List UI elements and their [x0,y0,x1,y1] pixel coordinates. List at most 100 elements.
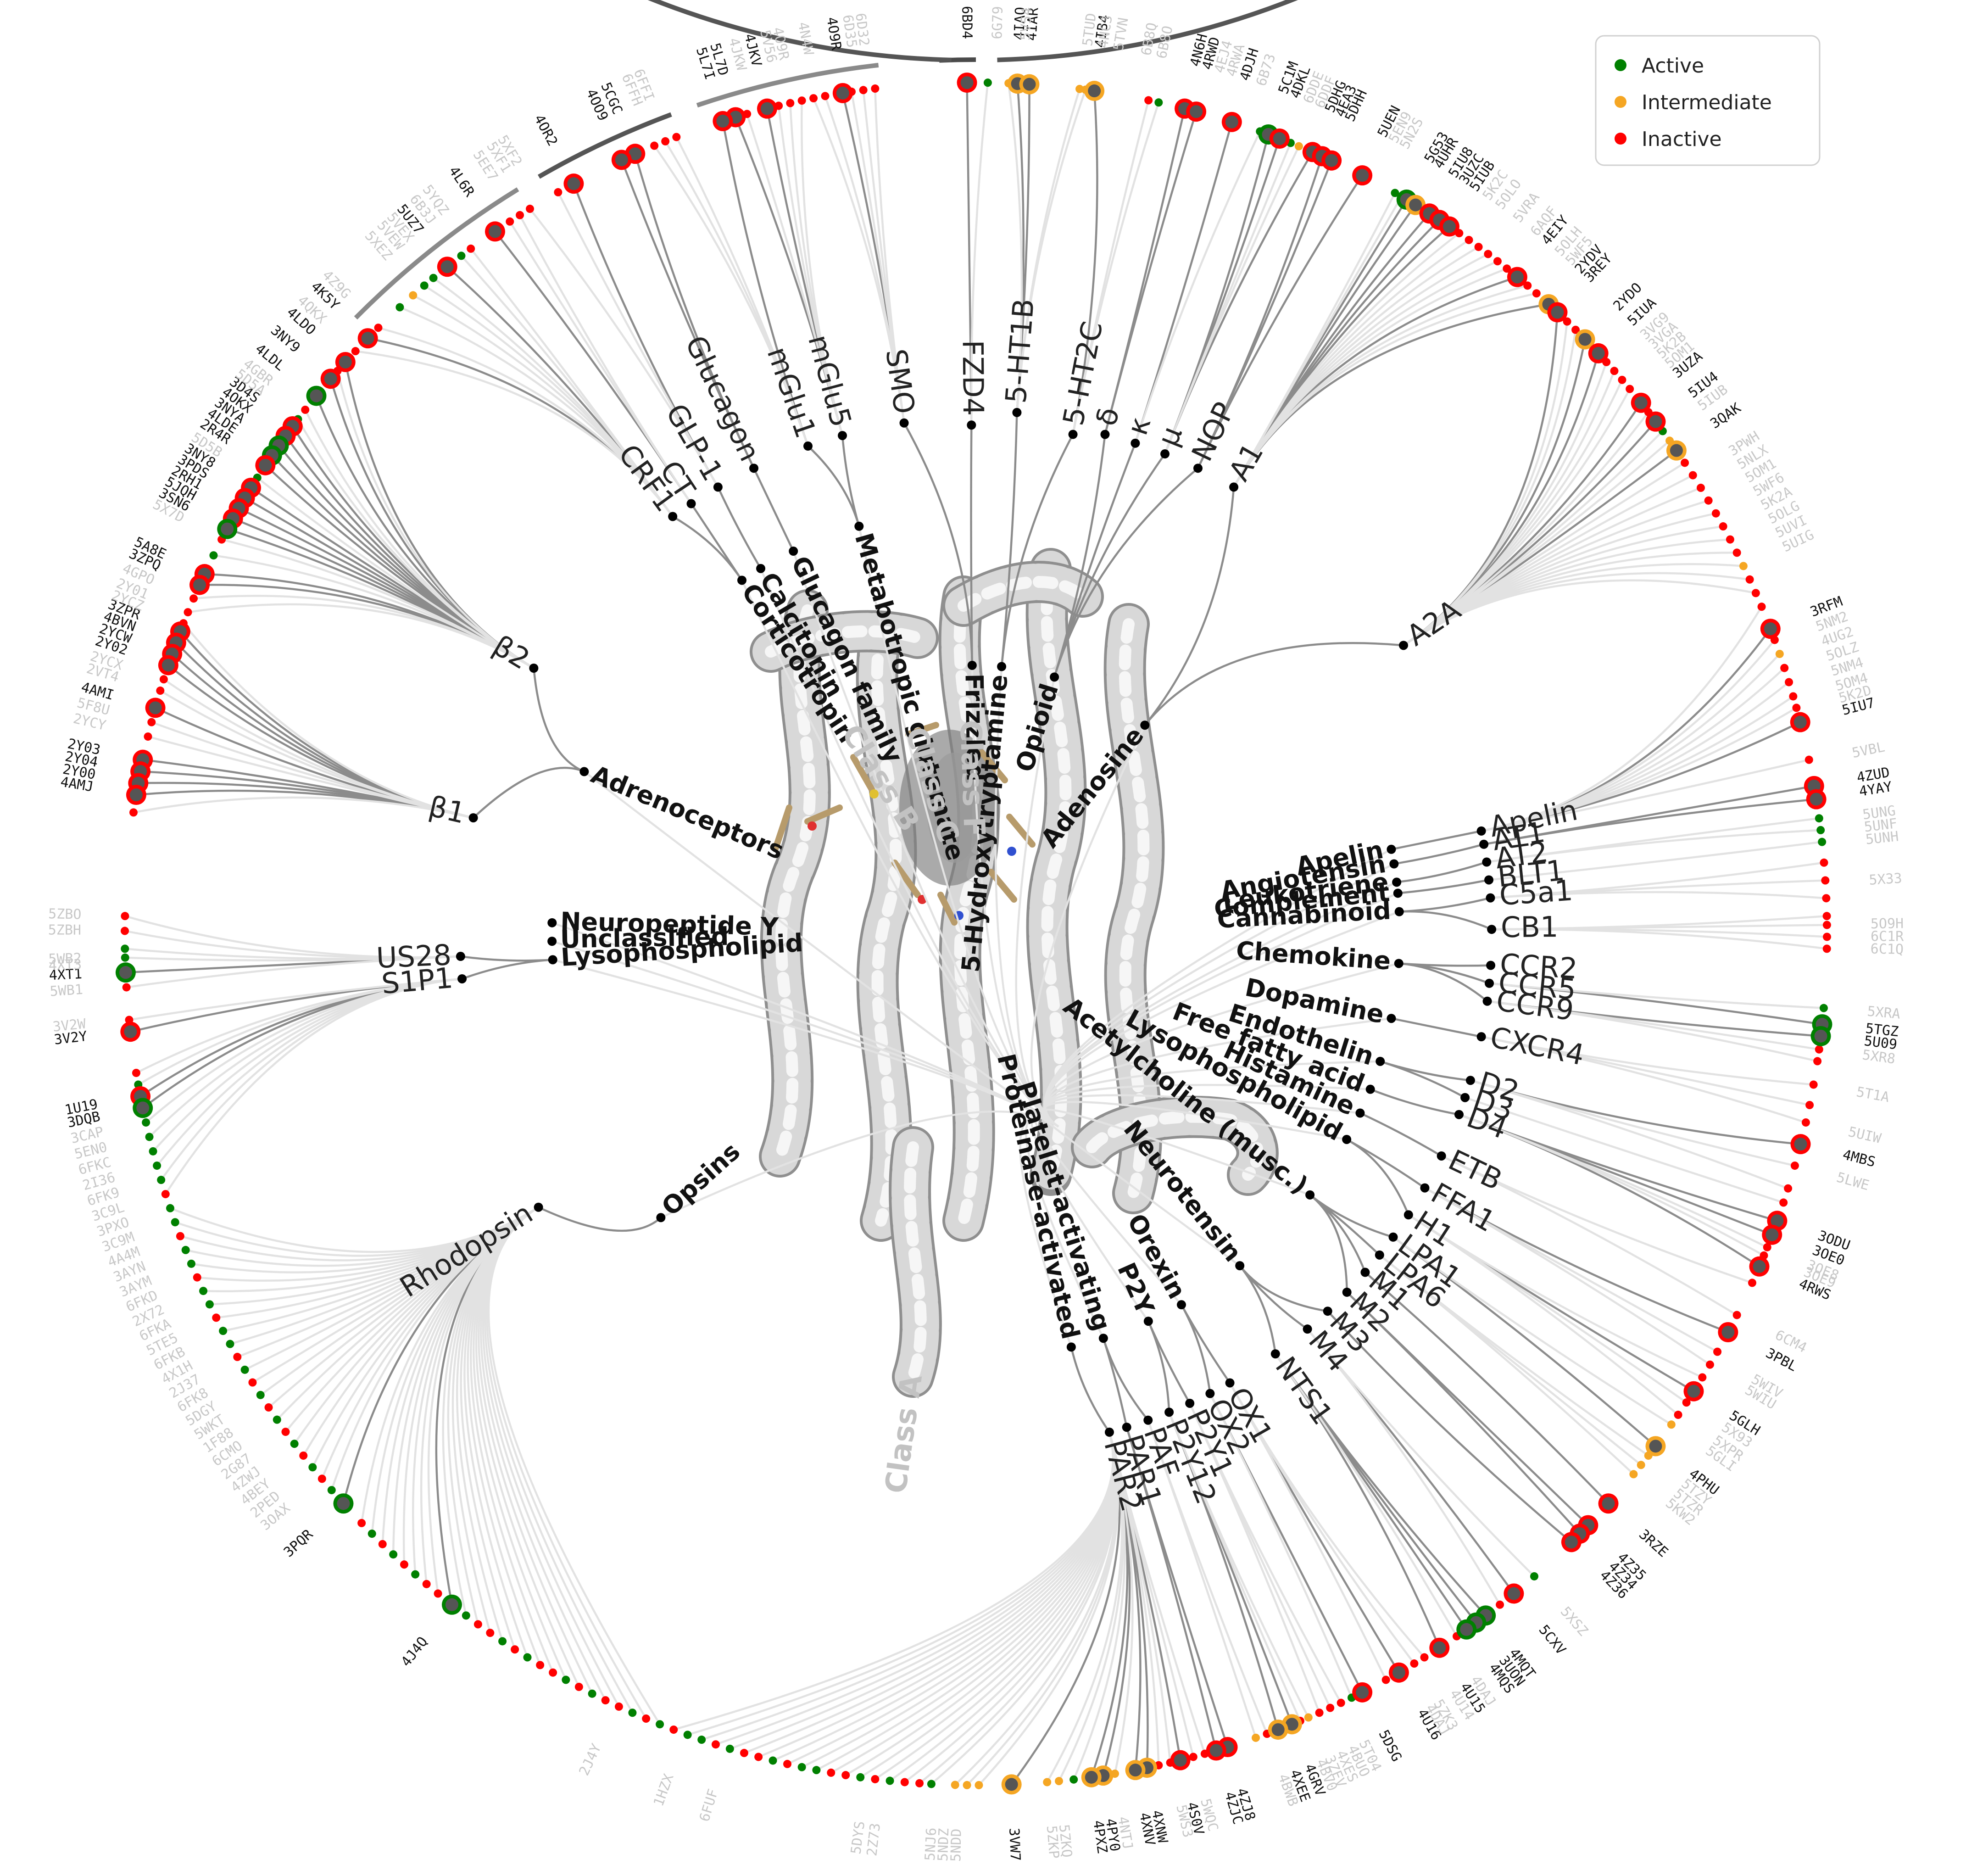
structure-link [673,1432,1114,1731]
structure-dot [498,1637,507,1646]
structure-dot [683,1731,692,1739]
structure-dot [786,99,795,107]
structure-id-faded: 5ZBO [48,906,82,923]
structure-dot [523,1653,532,1662]
receptor-node [1323,1306,1332,1316]
structure-dot [1801,1118,1810,1127]
receptor-link [1396,861,1487,883]
structure-dot [859,86,868,95]
receptor-label: μ [1151,422,1188,451]
receptor-node [1160,449,1170,459]
legend-swatch-inactive [1615,133,1626,145]
structure-link [148,977,462,1138]
structure-dot [1780,664,1789,672]
structure-link [1459,1113,1760,1267]
structure-link [874,88,905,424]
structure-dot [1779,1198,1788,1207]
structure-node-core [1433,1641,1446,1654]
structure-node-core [1794,1138,1807,1151]
structure-node-core [1129,1764,1142,1777]
structure-node-core [339,355,352,368]
structure-id: 5TGZ [1865,1021,1899,1040]
structure-id-faded: 6FUF [696,1787,722,1823]
structure-dot [1816,826,1825,834]
structure-dot [193,1273,201,1282]
structure-dot [1815,814,1823,823]
receptor-node [838,431,847,441]
protein-helix-highlight [953,591,985,1227]
structure-node-core [193,578,206,592]
structure-dot [1822,921,1831,929]
receptor-node [1131,438,1140,448]
structure-dot [1465,235,1473,244]
receptor-node [534,1202,543,1212]
class-ring [354,0,1298,320]
structure-dot [821,92,830,100]
structure-link [1164,145,1300,454]
receptor-link [970,425,974,665]
structure-dot [797,96,806,105]
structure-link [1147,1419,1257,1738]
receptor-link [807,445,860,527]
legend-label-inactive: Inactive [1642,128,1722,151]
structure-node-core [1273,132,1286,145]
structure-dot [1732,1311,1741,1319]
structure-dot [240,1365,249,1374]
structure-node-core [1814,1029,1827,1043]
structure-link [1327,1310,1572,1543]
structure-id-faded: 6C1R [1871,928,1904,944]
structure-node-core [162,659,175,672]
structure-dot [184,608,192,617]
family-node [737,575,747,585]
family-node [1387,844,1396,854]
structure-node-core [136,1101,150,1115]
structure-link [355,350,674,517]
receptor-label: FZD4 [956,340,990,416]
structure-id: 4OR2 [531,112,561,149]
structure-node-core [1442,220,1456,233]
structure-link [1306,1328,1501,1605]
structure-node-core [1507,1587,1520,1600]
structure-dot [248,1378,257,1387]
structure-id-faded: 5ZBH [48,922,81,938]
structure-dot [166,1204,174,1212]
structure-link [204,573,535,669]
structure-dot [1757,603,1766,611]
structure-dot [1804,755,1813,764]
family-node [1376,1056,1385,1066]
family-node [1143,1317,1153,1326]
structure-dot [1789,692,1798,701]
family-label: Opsins [656,1137,746,1222]
structure-dot [1523,281,1532,290]
structure-dot [516,211,524,219]
structure-node-core [567,177,580,190]
structure-id: 4IAQ [1011,6,1029,40]
receptor-node [1360,1267,1370,1277]
family-label: Neuropeptide Y [560,907,780,941]
structure-link [1274,1353,1458,1637]
structure-dot [212,1313,221,1322]
structure-link [494,231,692,504]
structure-id-faded: 5WB1 [50,982,84,999]
receptor-node [1104,1427,1114,1437]
structure-dot [656,1720,664,1729]
family-node [1389,859,1399,869]
structure-dot [661,137,670,145]
structure-link [1346,1291,1581,1535]
family-link [1015,676,1059,1128]
receptor-link [1102,1338,1128,1428]
structure-dot [1704,496,1713,505]
structure-dot [983,78,992,87]
structure-link [1486,829,1821,863]
structure-dot [219,1327,228,1335]
structure-id-faded: 5XSZ [1557,1604,1591,1639]
structure-id-faded: 5UIW [1847,1124,1883,1147]
structure-node-core [1392,1666,1405,1679]
structure-dot [121,953,129,962]
structure-dot [409,291,418,300]
structure-node-core [1764,622,1777,636]
structure-dot [1484,250,1493,258]
structure-id-faded: 1HZX [651,1772,677,1809]
structure-dot [975,1781,983,1789]
structure-dot [129,808,138,817]
